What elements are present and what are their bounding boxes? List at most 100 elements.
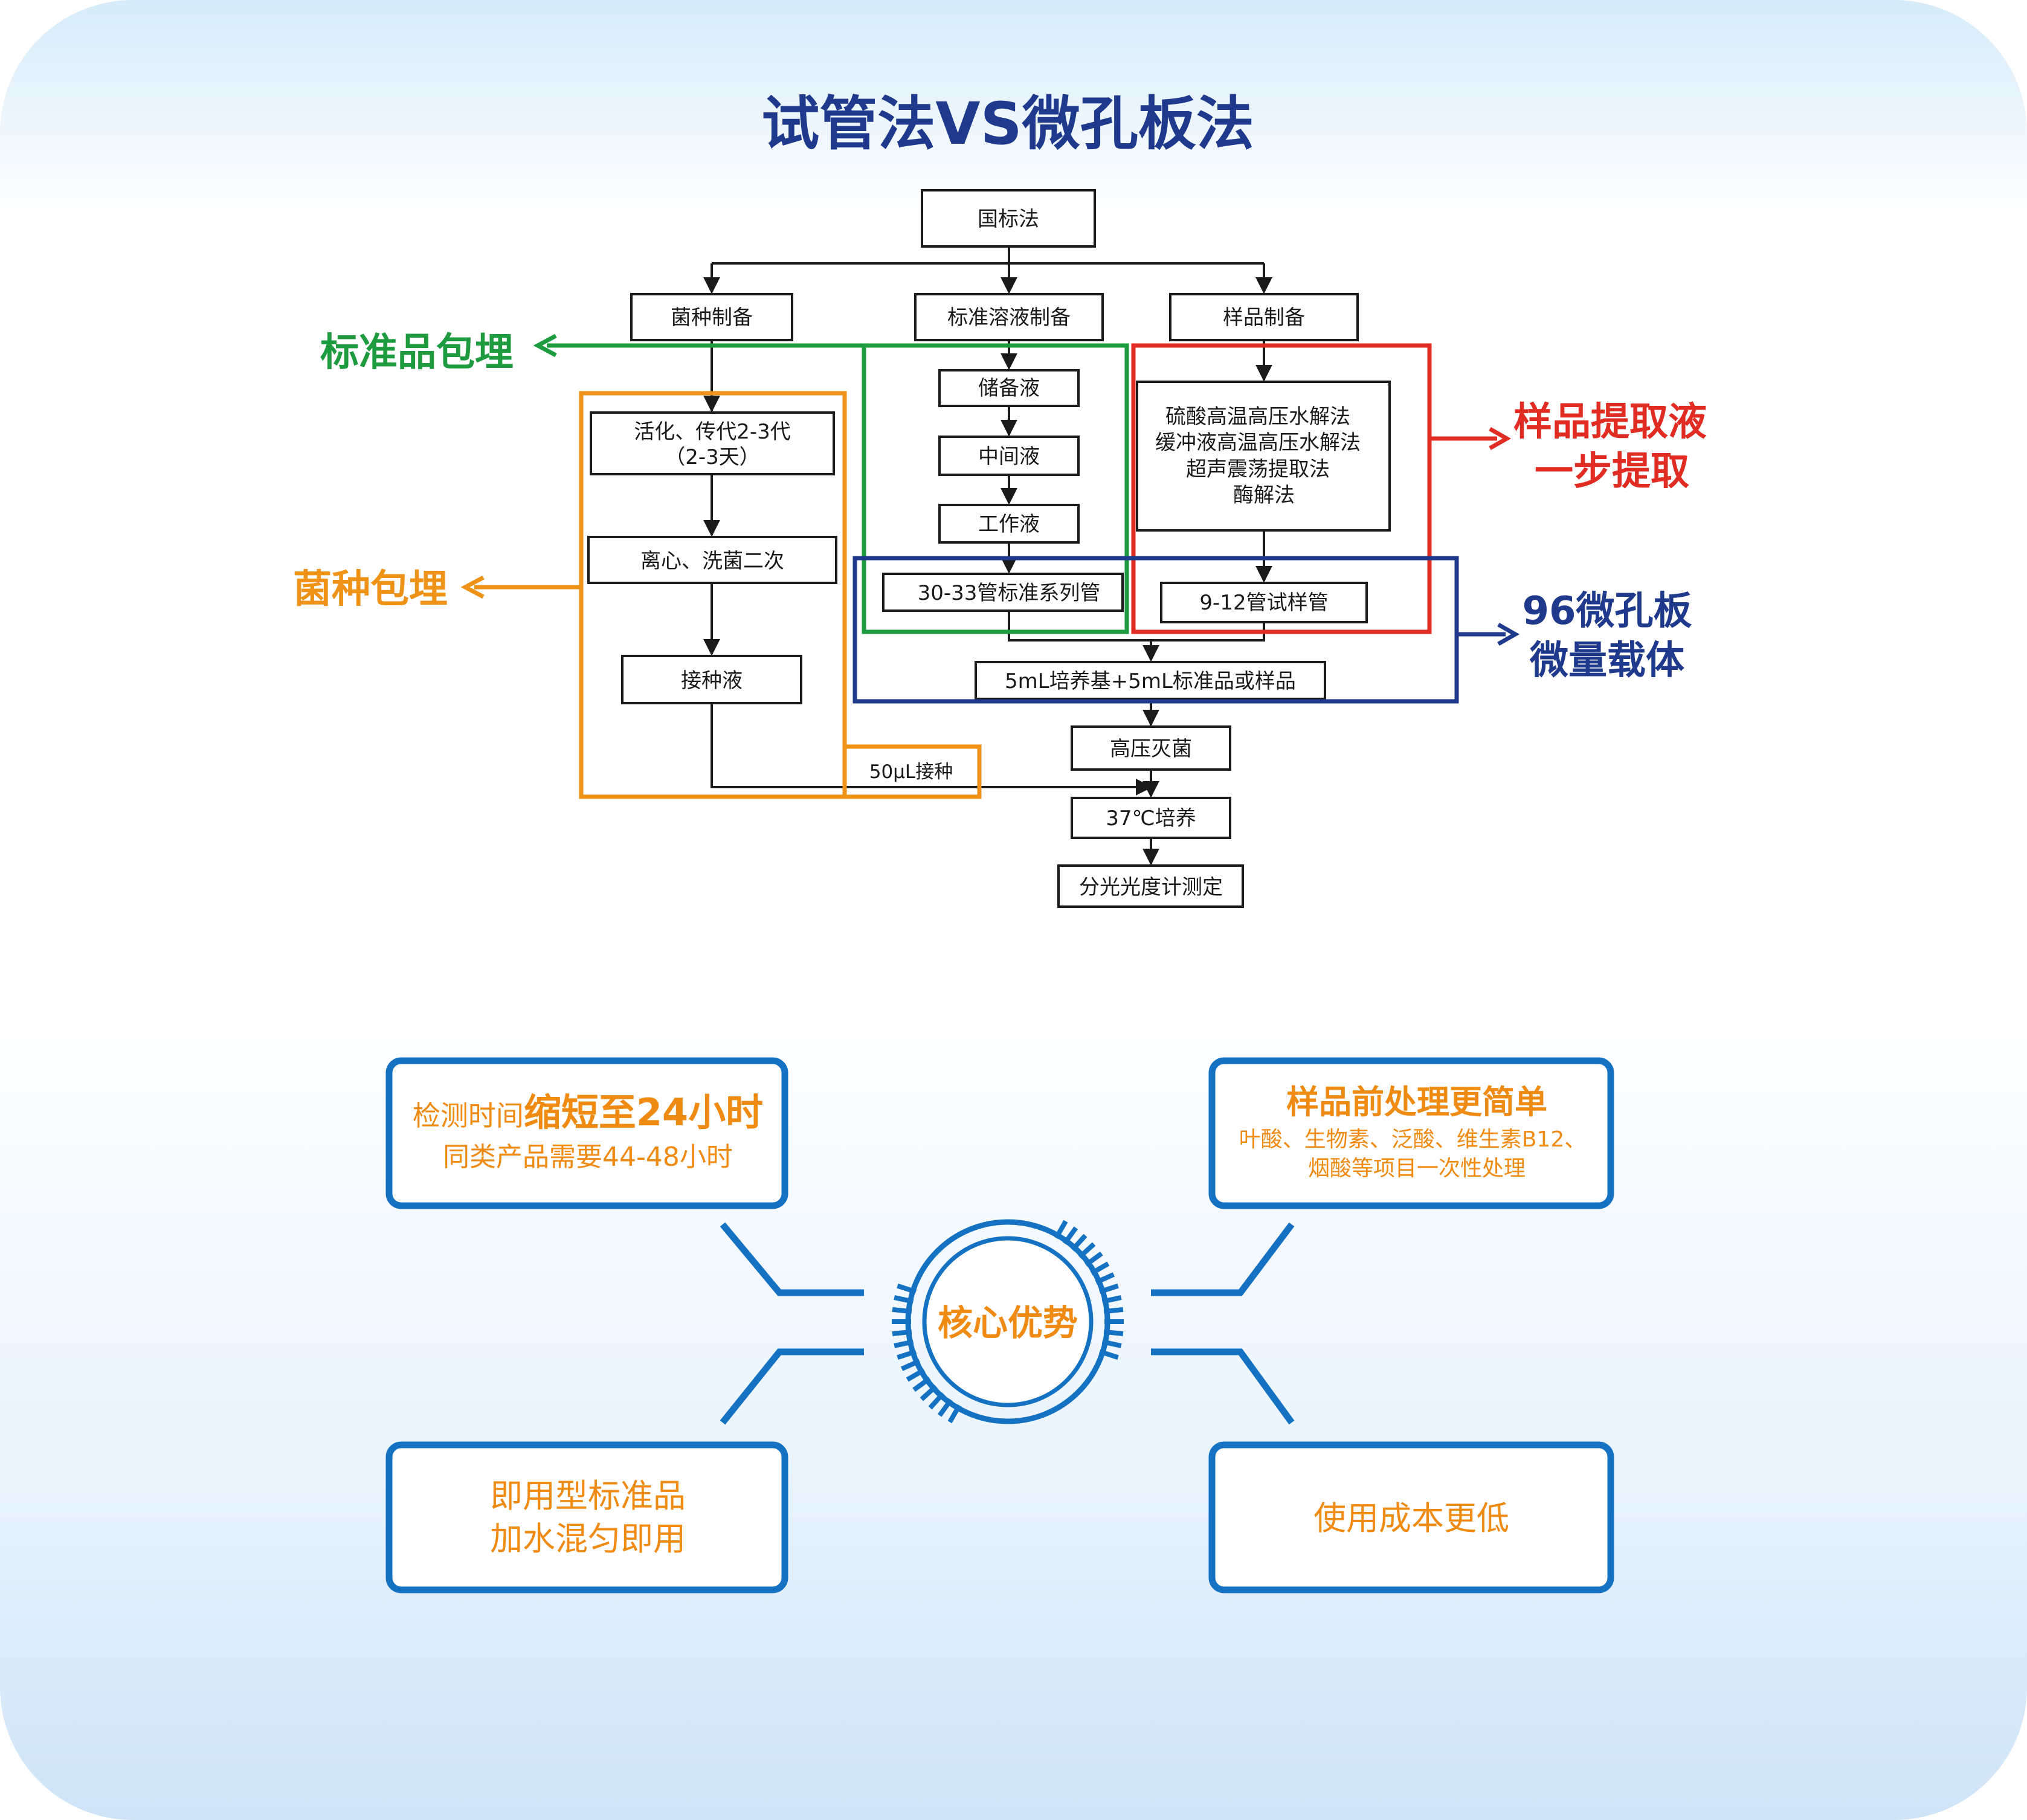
ring-tick: [1062, 1226, 1078, 1245]
cost-line-1: 使用成本更低: [1313, 1499, 1509, 1537]
box-inoculum: [621, 655, 802, 704]
stock-label: 储备液: [978, 376, 1040, 400]
ring-tick: [1103, 1307, 1124, 1314]
blue-arrow-head: [1497, 622, 1520, 646]
ring-tick: [1095, 1272, 1115, 1285]
ring-tick: [928, 1392, 945, 1410]
ring-tick: [897, 1283, 917, 1294]
sample-tubes-label: 9-12管试样管: [1199, 591, 1328, 615]
blue-frame: [852, 556, 1459, 704]
ring-tick: [894, 1295, 914, 1304]
box-sample-methods: [1136, 381, 1391, 532]
flowchart: [587, 189, 1391, 908]
connector: [711, 703, 1153, 796]
root-label: 国标法: [978, 207, 1039, 231]
ring-tick: [1098, 1349, 1119, 1360]
box-working: [938, 504, 1080, 544]
ring-tick: [947, 1404, 962, 1424]
advantages-section: 核心优势 检测时间缩短至24小时 同类产品需要44-48小时 样品前处理更简单 …: [385, 1057, 1614, 1593]
green-frame: [862, 343, 1129, 634]
pretreat-sub-1: 叶酸、生物素、泛酸、维生素B12、: [1239, 1127, 1587, 1152]
series-label: 30-33管标准系列管: [918, 581, 1101, 605]
connector-top-left: [720, 1222, 864, 1296]
sterilize-label: 高压灭菌: [1110, 737, 1192, 761]
sample-prep-label: 样品制备: [1223, 306, 1305, 330]
medium-label: 5mL培养基+5mL标准品或样品: [1005, 669, 1296, 693]
advantage-box-cost: [1208, 1441, 1614, 1593]
time-prefix: 检测时间: [413, 1099, 524, 1132]
ring-tick: [1054, 1220, 1068, 1240]
box-incubate: [1071, 797, 1231, 839]
strain-embed-label: 菌种包埋: [293, 567, 448, 612]
box-bacteria-prep: [630, 293, 793, 341]
sample-method-1: 硫酸高温高压水解法: [1165, 405, 1350, 429]
microplate-label-2: 微量载体: [1529, 638, 1684, 683]
ring-tick: [897, 1349, 917, 1360]
annotation-labels: 标准品包埋 菌种包埋 样品提取液 一步提取 96微孔板 微量载体: [293, 330, 1707, 683]
standard-embed-label: 标准品包埋: [320, 330, 514, 375]
bacteria-prep-label: 菌种制备: [671, 306, 753, 330]
sample-extract-label-1: 样品提取液: [1513, 400, 1707, 445]
connector-bottom-right: [1151, 1348, 1295, 1425]
inoculum-label: 接种液: [681, 669, 743, 693]
core-ring-ticks: [892, 1220, 1124, 1424]
red-frame: [1131, 343, 1432, 634]
ring-tick: [937, 1398, 953, 1417]
activate-label-2: （2-3天）: [665, 445, 760, 469]
time-sub: 同类产品需要44-48小时: [443, 1142, 733, 1172]
orange-arrow-head: [460, 575, 485, 599]
ring-tick: [912, 1376, 931, 1392]
ring-tick: [920, 1384, 938, 1401]
box-sample-tubes: [1160, 582, 1368, 623]
advantage-box-time: [385, 1057, 788, 1209]
sample-method-4: 酶解法: [1233, 483, 1295, 507]
ring-tick: [1078, 1242, 1096, 1259]
page-title: 试管法VS微孔板法: [761, 90, 1254, 158]
box-sterilize: [1071, 725, 1231, 771]
advantage-box-ready: [385, 1441, 788, 1593]
centrifuge-label: 离心、洗菌二次: [640, 549, 784, 573]
pretreat-sub-2: 烟酸等项目一次性处理: [1308, 1156, 1526, 1181]
connector-bottom-left: [720, 1348, 864, 1425]
advantage-connectors: [720, 1222, 1295, 1425]
inoculate-label: 50μL接种: [869, 761, 953, 783]
ring-tick: [894, 1339, 914, 1348]
box-intermediate: [938, 436, 1080, 476]
box-medium: [975, 661, 1326, 700]
ready-line-2: 加水混匀即用: [490, 1520, 686, 1558]
measure-label: 分光光度计测定: [1079, 875, 1223, 899]
microplate-label-1: 96微孔板: [1522, 589, 1692, 634]
sample-method-2: 缓冲液高温高压水解法: [1155, 431, 1361, 455]
ring-tick: [906, 1368, 926, 1382]
pretreat-title: 样品前处理更简单: [1286, 1083, 1547, 1121]
time-highlight: 缩短至24小时: [524, 1090, 763, 1134]
ring-tick: [1103, 1329, 1124, 1337]
box-sample-prep: [1169, 293, 1359, 341]
sample-method-3: 超声震荡提取法: [1186, 457, 1330, 481]
advantage-box-pretreat: [1208, 1057, 1614, 1209]
ring-tick: [1101, 1339, 1122, 1348]
ring-tick: [1084, 1251, 1103, 1267]
box-stock: [938, 369, 1080, 407]
activate-label-1: 活化、传代2-3代: [634, 420, 791, 444]
green-arrow-head: [533, 333, 557, 358]
time-headline: 检测时间缩短至24小时: [413, 1090, 763, 1134]
ring-tick: [1071, 1233, 1088, 1252]
working-label: 工作液: [978, 512, 1040, 536]
core-advantage-label: 核心优势: [938, 1302, 1078, 1343]
core-ring-inner: [922, 1236, 1094, 1407]
ring-tick: [1098, 1283, 1119, 1294]
standard-prep-label: 标准溶液制备: [947, 306, 1071, 330]
highlight-frames: [579, 343, 1459, 799]
advantage-boxes: [385, 1057, 1614, 1593]
orange-frame: [579, 391, 847, 799]
box-activate: [590, 411, 835, 475]
red-arrow-head: [1489, 426, 1512, 451]
intermediate-label: 中间液: [978, 445, 1040, 469]
box-centrifuge: [587, 536, 837, 584]
connector-top-right: [1151, 1222, 1295, 1296]
flowchart-labels: 国标法 菌种制备 标准溶液制备 样品制备 活化、传代2-3代 （2-3天） 离心…: [634, 207, 1361, 899]
incubate-label: 37℃培养: [1106, 806, 1196, 831]
